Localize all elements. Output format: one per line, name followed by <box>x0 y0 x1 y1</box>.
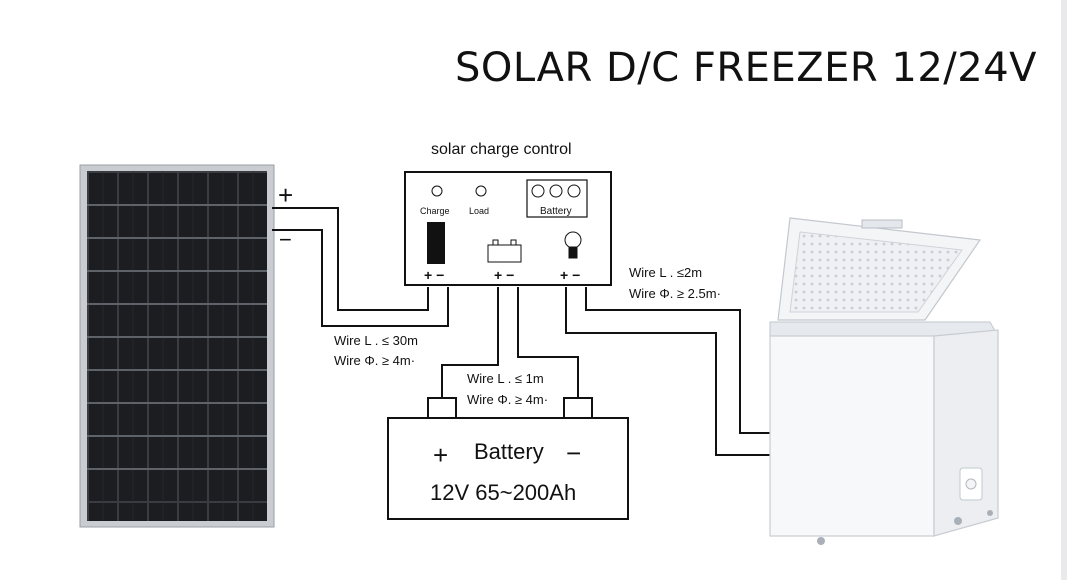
panel-positive-sign: + <box>278 180 293 210</box>
panel-negative-sign: − <box>279 227 292 252</box>
page-edge-strip <box>1061 0 1067 580</box>
solar-terminal-sign: + − <box>424 267 444 283</box>
load-wire-length: Wire L . ≤2m <box>629 265 702 280</box>
battery-negative-sign: − <box>566 438 581 468</box>
panel-wire-length: Wire L . ≤ 30m <box>334 333 418 348</box>
charge-controller <box>404 171 612 286</box>
load-led-icon <box>475 185 487 197</box>
battery-output-icon <box>487 239 522 263</box>
battery-led-3-icon <box>567 184 581 198</box>
controller-title: solar charge control <box>431 141 572 158</box>
battery-negative-terminal <box>563 397 593 419</box>
battery-wire-diameter: Wire Φ. ≥ 4m· <box>467 392 548 407</box>
load-indicator-label: Load <box>469 206 489 216</box>
load-wire-diameter: Wire Φ. ≥ 2.5m· <box>629 286 721 301</box>
battery-led-2-icon <box>549 184 563 198</box>
diagram-title: SOLAR D/C FREEZER 12/24V <box>455 45 1038 91</box>
battery-positive-sign: + <box>433 440 448 470</box>
battery-positive-terminal <box>427 397 457 419</box>
charge-led-icon <box>431 185 443 197</box>
battery-wire-length: Wire L . ≤ 1m <box>467 371 544 386</box>
solar-panel <box>79 164 275 528</box>
battery <box>387 397 629 520</box>
battery-led-1-icon <box>531 184 545 198</box>
light-bulb-icon <box>564 231 582 259</box>
battery-spec: 12V 65~200Ah <box>430 480 576 505</box>
wires <box>272 207 775 456</box>
solar-input-icon <box>427 222 445 264</box>
panel-wire-diameter: Wire Φ. ≥ 4m· <box>334 353 415 368</box>
lid-handle <box>861 219 903 229</box>
battery-indicator-label: Battery <box>540 206 572 217</box>
battery-terminal-sign: + − <box>494 267 514 283</box>
battery-label: Battery <box>474 439 544 464</box>
chest-freezer <box>769 217 999 545</box>
load-terminal-sign: + − <box>560 267 580 283</box>
charge-indicator-label: Charge <box>420 206 450 216</box>
